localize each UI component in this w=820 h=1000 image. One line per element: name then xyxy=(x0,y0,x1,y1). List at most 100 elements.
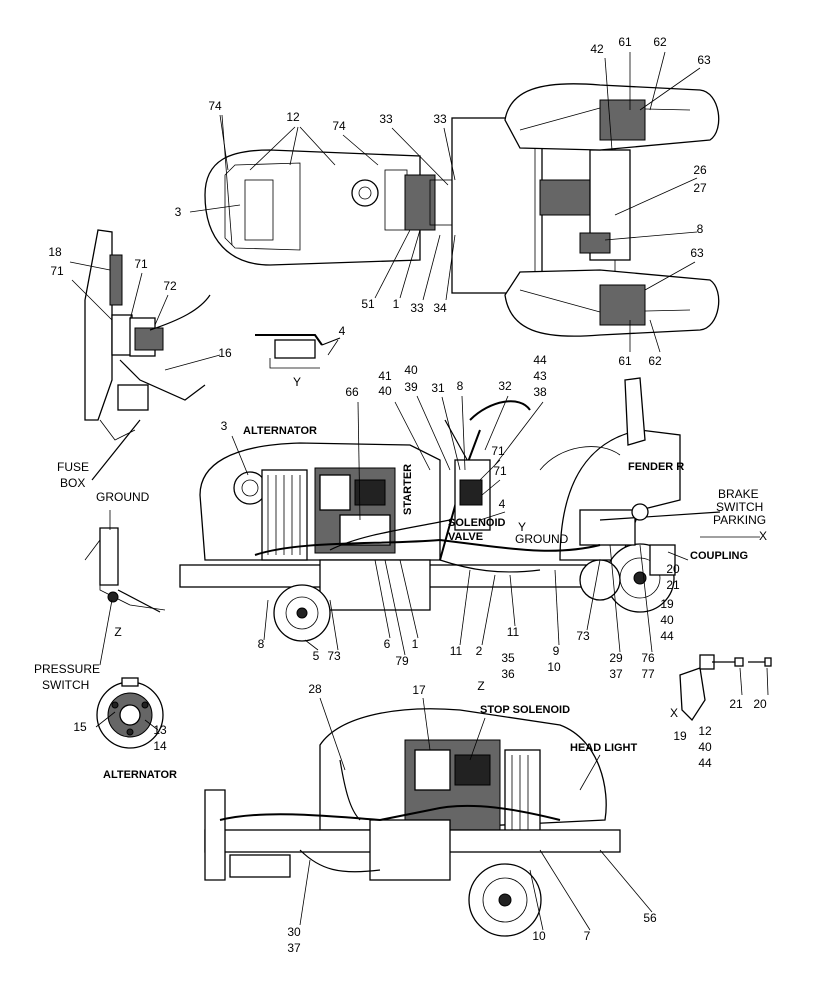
callout-x: X xyxy=(759,529,767,543)
callout-37: 37 xyxy=(287,941,301,955)
callout-43: 43 xyxy=(533,369,547,383)
callout-77: 77 xyxy=(641,667,655,681)
label-y: Y xyxy=(518,520,526,534)
callout-13: 13 xyxy=(153,723,167,737)
callout-7: 7 xyxy=(584,929,591,943)
callout-x: X xyxy=(670,706,678,720)
callout-20: 20 xyxy=(666,562,680,576)
label-switch: SWITCH xyxy=(716,500,763,514)
callout-62: 62 xyxy=(648,354,662,368)
callout-29: 29 xyxy=(609,651,623,665)
callout-44: 44 xyxy=(533,353,547,367)
callout-63: 63 xyxy=(697,53,711,67)
callout-19: 19 xyxy=(673,729,687,743)
callout-71: 71 xyxy=(134,257,148,271)
callout-62: 62 xyxy=(653,35,667,49)
callout-40: 40 xyxy=(378,384,392,398)
callout-14: 14 xyxy=(153,739,167,753)
callout-79: 79 xyxy=(395,654,409,668)
label-ground: GROUND xyxy=(96,490,150,504)
label-stop-solenoid: STOP SOLENOID xyxy=(480,704,570,716)
callout-19: 19 xyxy=(660,597,674,611)
callout-34: 34 xyxy=(433,301,447,315)
callout-3: 3 xyxy=(175,205,182,219)
callout-33: 33 xyxy=(410,301,424,315)
callout-5: 5 xyxy=(313,649,320,663)
y-detail xyxy=(255,334,341,369)
label-box: BOX xyxy=(60,476,85,490)
callout-6: 6 xyxy=(384,637,391,651)
label-ground: GROUND xyxy=(515,532,569,546)
x-detail xyxy=(679,654,772,722)
callout-33: 33 xyxy=(379,112,393,126)
callout-12: 12 xyxy=(286,110,300,124)
label-parking: PARKING xyxy=(713,513,766,527)
callout-16: 16 xyxy=(218,346,232,360)
callout-40: 40 xyxy=(698,740,712,754)
callout-41: 41 xyxy=(378,369,392,383)
callout-71: 71 xyxy=(493,464,507,478)
callout-63: 63 xyxy=(690,246,704,260)
side-view-tractor xyxy=(179,377,760,656)
callout-z: Z xyxy=(114,625,121,639)
callout-32: 32 xyxy=(498,379,512,393)
callout-35: 35 xyxy=(501,651,515,665)
label-pressure: PRESSURE xyxy=(34,662,100,676)
callout-51: 51 xyxy=(361,297,375,311)
callout-44: 44 xyxy=(698,756,712,770)
diagram-labels: FUSEBOXGROUNDPRESSURESWITCHALTERNATORSTA… xyxy=(34,425,766,781)
callout-z: Z xyxy=(477,679,484,693)
callout-73: 73 xyxy=(576,629,590,643)
callout-56: 56 xyxy=(643,911,657,925)
callout-11: 11 xyxy=(450,644,463,658)
label-head-light: HEAD LIGHT xyxy=(570,742,638,754)
ground-z-detail xyxy=(84,510,166,666)
label-starter: STARTER xyxy=(402,464,414,515)
label-alternator: ALTERNATOR xyxy=(103,769,177,781)
callout-76: 76 xyxy=(641,651,655,665)
callout-9: 9 xyxy=(553,644,560,658)
callout-28: 28 xyxy=(308,682,322,696)
callout-71: 71 xyxy=(50,264,64,278)
callout-36: 36 xyxy=(501,667,515,681)
callout-12: 12 xyxy=(698,724,712,738)
callout-3: 3 xyxy=(221,419,228,433)
callout-37: 37 xyxy=(609,667,623,681)
callout-8: 8 xyxy=(457,379,464,393)
callout-2: 2 xyxy=(476,644,483,658)
callout-30: 30 xyxy=(287,925,301,939)
callout-1: 1 xyxy=(412,637,419,651)
callout-40: 40 xyxy=(660,613,674,627)
callout-10: 10 xyxy=(547,660,561,674)
callout-26: 26 xyxy=(693,163,707,177)
callout-10: 10 xyxy=(532,929,546,943)
callout-21: 21 xyxy=(666,578,680,592)
callout-8: 8 xyxy=(258,637,265,651)
callout-31: 31 xyxy=(431,381,445,395)
callout-11: 11 xyxy=(507,625,520,639)
fuse-box-detail xyxy=(69,229,221,481)
callout-72: 72 xyxy=(163,279,177,293)
callout-17: 17 xyxy=(412,683,426,697)
label-fender-r: FENDER R xyxy=(628,461,684,473)
callout-4: 4 xyxy=(339,324,346,338)
callout-18: 18 xyxy=(48,245,62,259)
callout-61: 61 xyxy=(618,35,632,49)
callout-74: 74 xyxy=(208,99,222,113)
callout-42: 42 xyxy=(590,42,604,56)
callout-61: 61 xyxy=(618,354,632,368)
callout-y: Y xyxy=(293,375,301,389)
lower-side-view xyxy=(204,697,653,937)
callout-1: 1 xyxy=(393,297,400,311)
callout-38: 38 xyxy=(533,385,547,399)
label-switch: SWITCH xyxy=(42,678,89,692)
callout-27: 27 xyxy=(693,181,707,195)
callout-20: 20 xyxy=(753,697,767,711)
callout-40: 40 xyxy=(404,363,418,377)
label-valve: VALVE xyxy=(448,531,483,543)
callout-71: 71 xyxy=(491,444,505,458)
top-view-tractor xyxy=(189,51,720,353)
callout-39: 39 xyxy=(404,380,418,394)
label-coupling: COUPLING xyxy=(690,550,748,562)
